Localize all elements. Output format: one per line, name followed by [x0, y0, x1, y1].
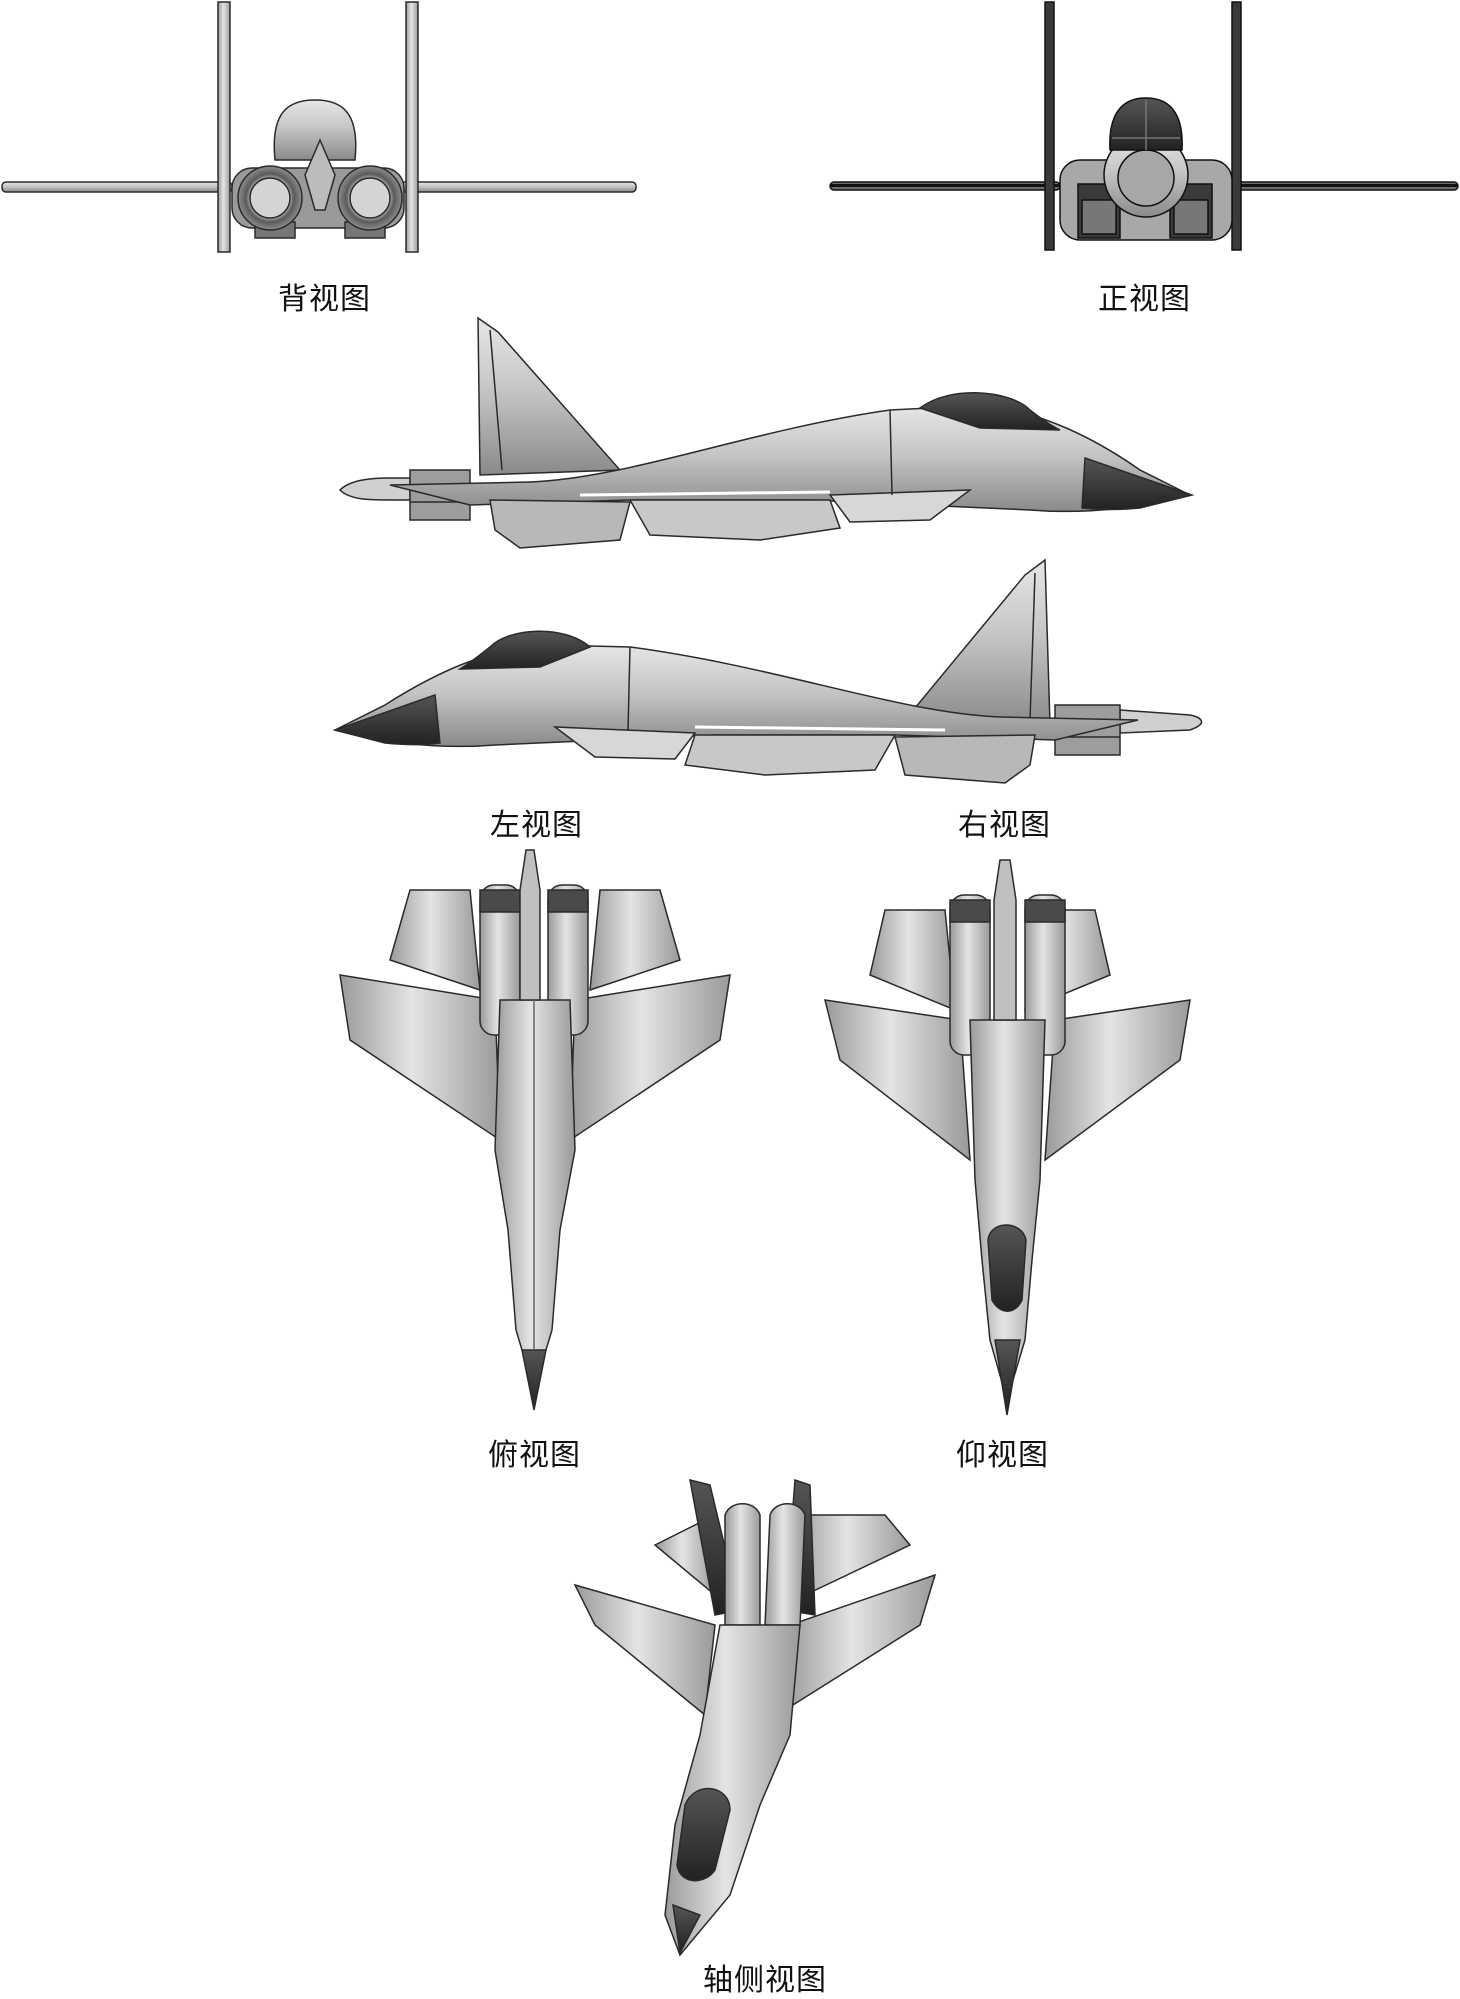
top-right-stabilizer: [589, 889, 681, 992]
top-fuselage: [494, 999, 576, 1393]
back-left-wing: [1, 181, 233, 193]
left-side-view: [330, 310, 1200, 560]
bottom-view: 仰视图: [810, 859, 1230, 1473]
axonometric-view-caption: 轴侧视图: [703, 1963, 827, 1998]
right-side-nose: [332, 693, 441, 746]
top-view-drawing: [339, 849, 731, 1411]
top-left-stabilizer: [389, 889, 481, 992]
back-view: 背视图: [0, 0, 640, 317]
axo-left-wing: [573, 1583, 716, 1717]
right-side-view: 左视图 右视图: [330, 555, 1203, 843]
back-right-wing: [399, 181, 637, 193]
right-side-canopy: [457, 630, 592, 670]
bottom-canopy: [987, 1224, 1027, 1312]
back-right-fin: [405, 1, 419, 253]
bottom-left-stabilizer: [869, 909, 956, 1012]
bottom-view-caption: 仰视图: [956, 1438, 1049, 1473]
top-left-wing: [339, 974, 501, 1142]
front-right-fin: [1231, 1, 1242, 251]
right-side-fin: [903, 558, 1051, 726]
right-view-caption: 右视图: [958, 808, 1051, 843]
axonometric-view: 轴侧视图: [555, 1475, 975, 1998]
back-left-fin: [217, 1, 231, 253]
left-side-drawing: [338, 316, 1195, 549]
front-view: 正视图: [820, 0, 1460, 317]
axo-nose: [672, 1903, 702, 1956]
left-view-caption: 左视图: [490, 808, 583, 843]
front-left-fin: [1044, 1, 1055, 251]
bottom-fuselage: [969, 1019, 1046, 1403]
right-side-drawing: [332, 558, 1203, 784]
bottom-nose: [994, 1339, 1021, 1416]
top-right-wing: [569, 974, 731, 1142]
top-nose: [521, 1349, 547, 1411]
back-fuselage: [273, 99, 357, 161]
back-view-caption: 背视图: [278, 282, 371, 317]
left-side-nose: [1081, 456, 1195, 511]
axo-canopy: [676, 1788, 731, 1882]
left-side-canopy: [918, 392, 1061, 431]
front-view-caption: 正视图: [1098, 282, 1191, 317]
back-view-drawing: [1, 1, 637, 253]
top-view: 俯视图: [330, 849, 750, 1473]
left-side-fin: [477, 316, 622, 476]
top-view-caption: 俯视图: [488, 1438, 581, 1473]
axonometric-drawing: [573, 1478, 937, 1957]
bottom-left-wing: [824, 999, 971, 1162]
bottom-view-drawing: [824, 859, 1191, 1416]
front-view-drawing: [829, 1, 1459, 251]
bottom-right-wing: [1044, 999, 1191, 1162]
